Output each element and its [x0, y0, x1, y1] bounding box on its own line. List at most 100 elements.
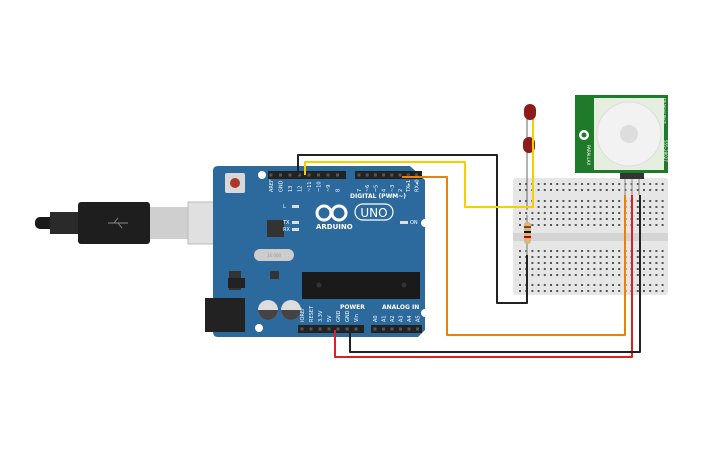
wire-gnd-led[interactable]: [297, 154, 528, 304]
breadboard-hole[interactable]: [537, 206, 540, 208]
breadboard-hole[interactable]: [612, 268, 614, 270]
breadboard-hole[interactable]: [562, 224, 565, 226]
breadboard-hole[interactable]: [599, 284, 602, 286]
breadboard-hole[interactable]: [519, 274, 521, 276]
breadboard-hole[interactable]: [543, 183, 546, 185]
breadboard-hole[interactable]: [568, 212, 571, 214]
breadboard-hole[interactable]: [618, 224, 621, 226]
breadboard-hole[interactable]: [655, 183, 658, 185]
breadboard-hole[interactable]: [550, 183, 552, 185]
breadboard-hole[interactable]: [618, 212, 621, 214]
breadboard-hole[interactable]: [550, 189, 552, 191]
breadboard-hole[interactable]: [636, 189, 639, 191]
breadboard-hole[interactable]: [618, 274, 621, 276]
breadboard-hole[interactable]: [618, 206, 621, 208]
breadboard-hole[interactable]: [543, 284, 546, 286]
breadboard-hole[interactable]: [655, 290, 658, 292]
breadboard-hole[interactable]: [537, 200, 540, 202]
breadboard-hole[interactable]: [525, 200, 528, 202]
breadboard-hole[interactable]: [593, 268, 596, 270]
breadboard-hole[interactable]: [599, 268, 602, 270]
breadboard-hole[interactable]: [556, 290, 559, 292]
header-pin[interactable]: [390, 327, 394, 331]
breadboard-hole[interactable]: [661, 250, 664, 252]
breadboard-hole[interactable]: [556, 189, 559, 191]
breadboard-hole[interactable]: [593, 274, 596, 276]
breadboard-hole[interactable]: [550, 290, 552, 292]
breadboard-hole[interactable]: [643, 200, 645, 202]
breadboard-hole[interactable]: [643, 224, 645, 226]
breadboard-hole[interactable]: [519, 284, 521, 286]
breadboard-hole[interactable]: [574, 250, 577, 252]
header-pin[interactable]: [336, 173, 339, 177]
breadboard-hole[interactable]: [636, 256, 639, 258]
breadboard-hole[interactable]: [643, 189, 645, 191]
analog-header[interactable]: [371, 325, 422, 333]
breadboard-hole[interactable]: [519, 268, 521, 270]
breadboard-hole[interactable]: [605, 183, 608, 185]
breadboard-hole[interactable]: [612, 290, 614, 292]
breadboard-hole[interactable]: [525, 218, 528, 220]
breadboard-hole[interactable]: [643, 250, 645, 252]
breadboard-hole[interactable]: [661, 284, 664, 286]
breadboard-hole[interactable]: [537, 212, 540, 214]
breadboard-hole[interactable]: [587, 224, 590, 226]
breadboard-hole[interactable]: [525, 189, 528, 191]
breadboard-hole[interactable]: [556, 256, 559, 258]
breadboard-hole[interactable]: [599, 274, 602, 276]
breadboard-hole[interactable]: [543, 189, 546, 191]
breadboard-hole[interactable]: [599, 212, 602, 214]
breadboard-hole[interactable]: [587, 274, 590, 276]
breadboard-hole[interactable]: [649, 284, 652, 286]
breadboard-hole[interactable]: [649, 212, 652, 214]
breadboard-hole[interactable]: [581, 268, 583, 270]
led-1[interactable]: [524, 104, 536, 140]
breadboard-hole[interactable]: [574, 224, 577, 226]
breadboard-hole[interactable]: [649, 200, 652, 202]
breadboard-hole[interactable]: [519, 189, 521, 191]
breadboard-hole[interactable]: [643, 183, 645, 185]
breadboard-hole[interactable]: [593, 262, 596, 264]
header-pin[interactable]: [398, 173, 402, 177]
breadboard-hole[interactable]: [593, 256, 596, 258]
breadboard-hole[interactable]: [543, 250, 546, 252]
breadboard-hole[interactable]: [562, 256, 565, 258]
breadboard-hole[interactable]: [593, 206, 596, 208]
breadboard-hole[interactable]: [587, 189, 590, 191]
breadboard-hole[interactable]: [581, 218, 583, 220]
breadboard-hole[interactable]: [649, 218, 652, 220]
breadboard-hole[interactable]: [599, 224, 602, 226]
breadboard-hole[interactable]: [543, 256, 546, 258]
breadboard-hole[interactable]: [531, 256, 534, 258]
breadboard-hole[interactable]: [550, 250, 552, 252]
breadboard-hole[interactable]: [636, 262, 639, 264]
breadboard-hole[interactable]: [605, 212, 608, 214]
resistor[interactable]: [524, 215, 531, 255]
breadboard-hole[interactable]: [519, 250, 521, 252]
breadboard-hole[interactable]: [605, 268, 608, 270]
breadboard-hole[interactable]: [574, 200, 577, 202]
breadboard-hole[interactable]: [581, 262, 583, 264]
header-pin[interactable]: [269, 173, 273, 177]
breadboard-hole[interactable]: [593, 250, 596, 252]
breadboard-hole[interactable]: [655, 189, 658, 191]
breadboard[interactable]: [513, 178, 668, 295]
breadboard-hole[interactable]: [649, 256, 652, 258]
breadboard-hole[interactable]: [636, 224, 639, 226]
breadboard-hole[interactable]: [543, 268, 546, 270]
breadboard-hole[interactable]: [543, 290, 546, 292]
breadboard-hole[interactable]: [519, 262, 521, 264]
breadboard-hole[interactable]: [587, 200, 590, 202]
breadboard-hole[interactable]: [643, 290, 645, 292]
breadboard-hole[interactable]: [550, 206, 552, 208]
breadboard-hole[interactable]: [599, 183, 602, 185]
header-pin[interactable]: [279, 173, 282, 177]
breadboard-hole[interactable]: [537, 262, 540, 264]
breadboard-hole[interactable]: [543, 262, 546, 264]
breadboard-hole[interactable]: [655, 268, 658, 270]
breadboard-hole[interactable]: [643, 256, 645, 258]
header-pin[interactable]: [407, 327, 411, 331]
header-pin[interactable]: [399, 327, 402, 331]
breadboard-hole[interactable]: [531, 212, 534, 214]
breadboard-hole[interactable]: [649, 290, 652, 292]
